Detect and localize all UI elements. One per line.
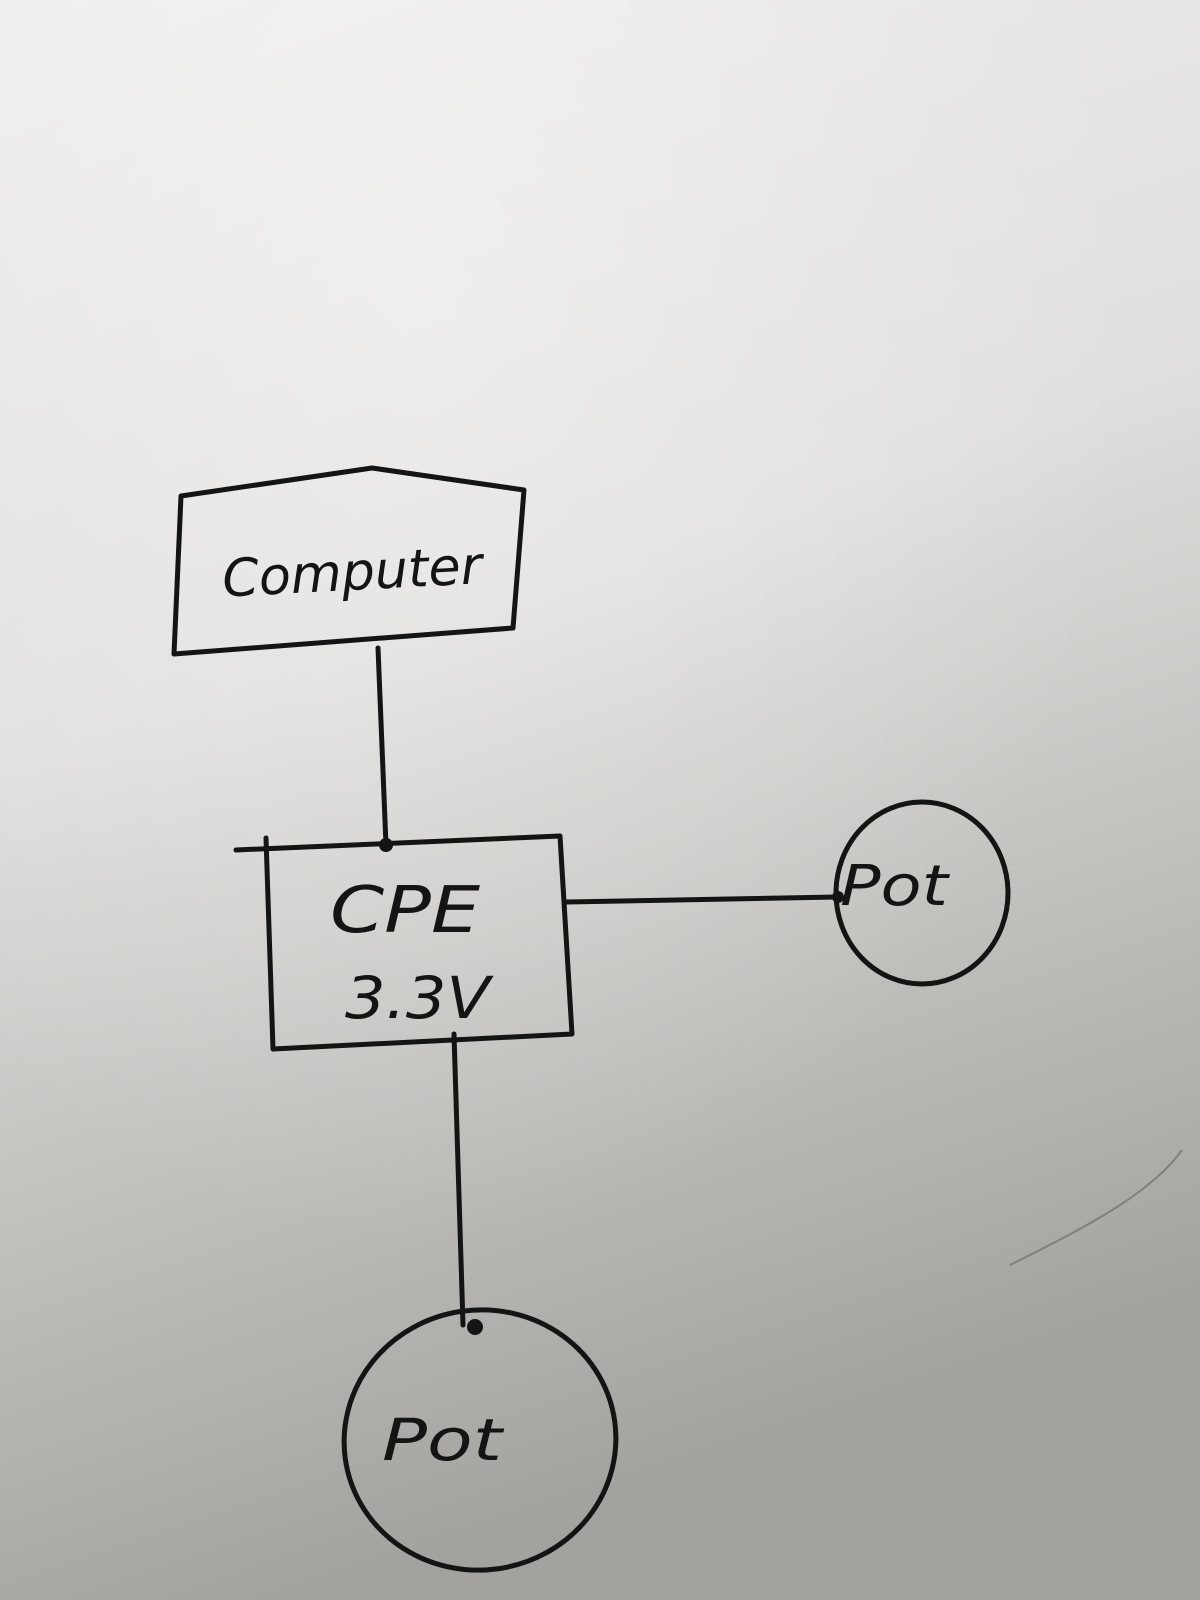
- cpe-voltage-label: 3.3V: [345, 964, 495, 1032]
- paper-crease: [1009, 1149, 1183, 1266]
- pot-bottom-label: Pot: [382, 1406, 505, 1474]
- computer-box: [171, 465, 527, 657]
- junction-dot-right: [832, 891, 844, 903]
- pot-right-label: Pot: [840, 854, 950, 919]
- edge-cpe-pot-bottom: [451, 1031, 466, 1328]
- pot-bottom-circle: [341, 1307, 619, 1573]
- edge-cpe-pot-right: [564, 894, 841, 905]
- cpe-label: CPE: [330, 874, 481, 948]
- edge-computer-cpe: [375, 645, 389, 848]
- cpe-box: [233, 833, 575, 1052]
- junction-dot-bottom: [467, 1319, 483, 1335]
- computer-label: Computer: [221, 536, 487, 610]
- junction-dot-top: [379, 838, 393, 852]
